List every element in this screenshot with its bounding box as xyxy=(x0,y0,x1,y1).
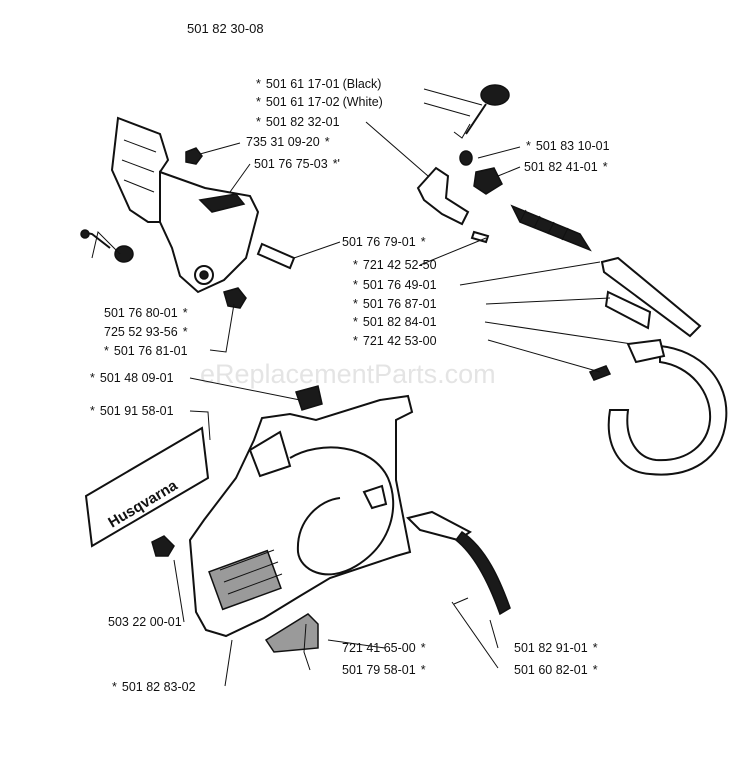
svg-text:501 76 80-01*: 501 76 80-01* xyxy=(104,306,188,320)
svg-text:*721 42 52-50: *721 42 52-50 xyxy=(353,258,437,272)
part-label: *501 61 17-02(White) xyxy=(256,95,383,109)
svg-text:501 76 79-01*: 501 76 79-01* xyxy=(342,235,426,249)
svg-text:*501 76 49-01: *501 76 49-01 xyxy=(353,278,437,292)
part-label: 735 31 09-20* xyxy=(246,135,330,149)
svg-text:501 60 82-01*: 501 60 82-01* xyxy=(514,663,598,677)
assembly-title: 501 82 30-08 xyxy=(187,21,264,36)
part-label: *501 82 32-01 xyxy=(256,115,340,129)
svg-text:*501 48 09-01: *501 48 09-01 xyxy=(90,371,174,385)
brake-spring-drawing xyxy=(510,204,592,252)
svg-text:725 52 93-56*: 725 52 93-56* xyxy=(104,325,188,339)
part-labels: *501 61 17-01(Black) *501 61 17-02(White… xyxy=(90,77,610,694)
part-label: *501 82 83-02 xyxy=(112,680,196,694)
svg-text:501 79 58-01*: 501 79 58-01* xyxy=(342,663,426,677)
svg-text:*501 91 58-01: *501 91 58-01 xyxy=(90,404,174,418)
svg-text:501 82 91-01*: 501 82 91-01* xyxy=(514,641,598,655)
part-label: 721 41 65-00* xyxy=(342,641,426,655)
svg-text:735 31 09-20*: 735 31 09-20* xyxy=(246,135,330,149)
brake-handle-drawing xyxy=(110,116,260,294)
svg-text:503 22 00-01: 503 22 00-01 xyxy=(108,615,182,629)
part-label: 501 76 79-01* xyxy=(342,235,426,249)
leader-lines xyxy=(91,88,633,687)
part-label: 501 60 82-01* xyxy=(514,663,598,677)
part-label: 501 76 80-01* xyxy=(104,306,188,320)
svg-text:*501 61 17-01(Black): *501 61 17-01(Black) xyxy=(256,77,381,91)
svg-text:*501 61 17-02(White): *501 61 17-02(White) xyxy=(256,95,383,109)
brand-label-drawing: Husqvarna xyxy=(84,426,210,548)
svg-text:501 82 41-01*: 501 82 41-01* xyxy=(524,160,608,174)
part-label: *501 76 81-01 xyxy=(104,344,188,358)
svg-text:501 76 75-03*': 501 76 75-03*' xyxy=(254,157,340,171)
brake-knob-drawing xyxy=(453,84,510,139)
svg-text:*721 42 53-00: *721 42 53-00 xyxy=(353,334,437,348)
svg-text:*501 83 10-01: *501 83 10-01 xyxy=(526,139,610,153)
part-label: *501 76 49-01 xyxy=(353,278,437,292)
part-label: 501 82 91-01* xyxy=(514,641,598,655)
part-label: 725 52 93-56* xyxy=(104,325,188,339)
part-label: 501 79 58-01* xyxy=(342,663,426,677)
svg-text:*501 76 87-01: *501 76 87-01 xyxy=(353,297,437,311)
part-label: *501 61 17-01(Black) xyxy=(256,77,381,91)
svg-text:*501 82 84-01: *501 82 84-01 xyxy=(353,315,437,329)
brake-band-drawing xyxy=(607,338,728,476)
part-label: 503 22 00-01 xyxy=(108,615,182,629)
part-label: 501 76 75-03*' xyxy=(254,157,340,171)
svg-text:*501 76 81-01: *501 76 81-01 xyxy=(104,344,188,358)
part-label: *501 82 84-01 xyxy=(353,315,437,329)
part-drawings: Husqvarna xyxy=(80,84,728,653)
svg-text:*501 82 32-01: *501 82 32-01 xyxy=(256,115,340,129)
part-label: *501 91 58-01 xyxy=(90,404,174,418)
watermark-text: eReplacementParts.com xyxy=(200,359,496,389)
part-label: *501 76 87-01 xyxy=(353,297,437,311)
part-label: *501 48 09-01 xyxy=(90,371,174,385)
part-label: *721 42 53-00 xyxy=(353,334,437,348)
part-label: *721 42 52-50 xyxy=(353,258,437,272)
part-label: 501 82 41-01* xyxy=(524,160,608,174)
part-label: *501 83 10-01 xyxy=(526,139,610,153)
svg-text:*501 82 83-02: *501 82 83-02 xyxy=(112,680,196,694)
chain-cover-drawing xyxy=(188,394,414,638)
svg-text:721 41 65-00*: 721 41 65-00* xyxy=(342,641,426,655)
